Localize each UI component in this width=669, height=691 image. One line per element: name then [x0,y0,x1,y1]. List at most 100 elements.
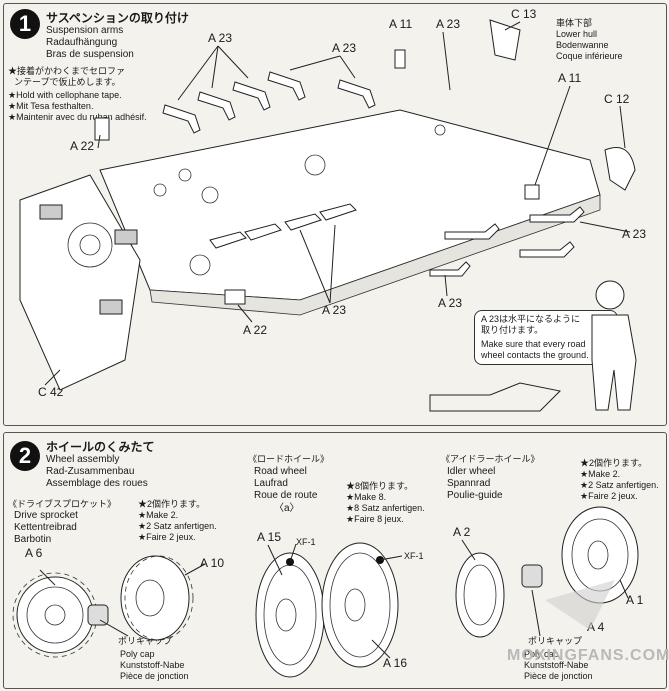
sprocket-title-en: Drive sprocket [14,510,78,521]
label-a23-bottom: A 23 [322,303,347,317]
idler-a2 [455,552,505,638]
part-c12 [604,147,636,191]
roadwheel-a15 [255,552,325,678]
roadwheel-make-fr: ★Faire 8 jeux. [346,514,404,524]
sprocket-make-fr: ★Faire 2 jeux. [138,532,196,542]
hull-hole [304,154,326,176]
idler-make-fr: ★Faire 2 jeux. [580,491,638,501]
leader-a2 [461,539,476,561]
roadwheel-title-de: Laufrad [254,478,288,489]
leader-a6 [39,569,56,586]
part-a11-top [394,49,406,69]
hull-side [149,194,601,316]
hull-hole [178,168,192,182]
label-a23-bottom-right: A 23 [438,296,463,310]
sprocket-make-de: ★2 Satz anfertigen. [138,521,217,531]
roadwheel-make-jp: ★8個作ります。 [346,481,414,491]
label-c42: C 42 [38,385,64,399]
sprocket-title-jp: 《ドライブスプロケット》 [8,499,117,509]
idler-make-jp: ★2個作ります。 [580,458,648,468]
mechanic-illustration [429,280,637,412]
label-xf1-b: XF-1 [404,551,424,561]
tip-bubble-jp-2: 取り付けます。 [481,325,544,335]
step2-title-de: Rad-Zusammenbau [46,466,135,477]
step2-panel [3,432,667,689]
step1-note-de: ★Mit Tesa festhalten. [8,101,94,111]
tape-strip-1 [39,204,63,220]
idler-make-en: ★Make 2. [580,469,621,479]
step1-title-jp: サスペンションの取り付け [46,11,189,25]
leader-lines [44,21,631,386]
idler-title-jp: 《アイドラーホイール》 [441,454,540,464]
leader-xf1-a [289,543,297,563]
label-a10: A 10 [200,556,225,570]
label-a23-top-right: A 23 [436,17,461,31]
roadwheel-make-de: ★8 Satz anfertigen. [346,503,425,513]
step2-title-en: Wheel assembly [46,454,120,465]
step1-note-jp-2: ンテープで仮止めします。 [14,77,121,87]
step1-title-fr: Bras de suspension [46,49,134,60]
idler-title-de: Spannrad [447,478,491,489]
rear-plate-hub [79,234,101,256]
step1-panel [3,3,667,426]
label-c13: C 13 [511,7,537,21]
label-xf1-a: XF-1 [296,537,316,547]
polycap1 [87,604,109,626]
hull-hole [201,186,219,204]
polycap1-en: Poly cap [120,649,155,659]
step1-note-jp-1: ★接着がかわくまでセロファ [8,66,126,76]
label-a11-right: A 11 [558,71,582,85]
watermark-text: MOXINGFANS.COM [507,647,669,664]
roadwheel-title-jp: 《ロードホイール》 [248,454,330,464]
label-a22-left: A 22 [70,139,95,153]
part-c13 [489,19,521,61]
tape-strip-3 [99,299,123,315]
step1-number: 1 [10,9,40,39]
part-a22-bottom [224,289,246,305]
leader-a15 [267,544,283,576]
step1-note-en: ★Hold with cellophane tape. [8,90,122,100]
hull-label-de: Bodenwanne [556,40,609,50]
label-a23-top-mid: A 23 [332,41,357,55]
leader-xf1-b [379,555,403,561]
rear-plate-hatch [67,222,113,268]
hull-label-en: Lower hull [556,29,598,39]
idler-title-fr: Poulie-guide [447,490,503,501]
sprocket-title-fr: Barbotin [14,534,52,545]
label-a11-top: A 11 [389,17,413,31]
hull-label-fr: Coque inférieure [556,51,623,61]
hull-hole [434,124,446,136]
tape-strip-2 [114,229,138,245]
polycap1-de: Kunststoff-Nabe [120,660,185,670]
hull-hole [153,183,167,197]
polycap2-en: Poly cap [524,649,559,659]
part-a11-right [524,184,540,200]
label-a22-bottom: A 22 [243,323,268,337]
sprocket-a6 [12,572,98,658]
sprocket-make-en: ★Make 2. [138,510,179,520]
label-a6: A 6 [25,546,43,560]
label-a23-top-left: A 23 [208,31,233,45]
sprocket-title-de: Kettentreibrad [14,522,77,533]
tip-bubble-jp-1: A 23は水平になるように [481,314,581,324]
step1-diagram [19,19,637,412]
step1-title-en: Suspension arms [46,25,124,36]
label-c12: C 12 [604,92,630,106]
leader-polycap2 [531,589,541,637]
polycap2-de: Kunststoff-Nabe [524,660,589,670]
polycap2-fr: Pièce de jonction [524,671,593,681]
label-a2: A 2 [453,525,471,539]
step2-title-fr: Assemblage des roues [46,478,148,489]
leader-a16 [371,639,391,659]
leader-polycap1 [99,619,129,637]
sprocket-make-jp: ★2個作ります。 [138,499,206,509]
roadwheel-subassembly: 〈a〉 [274,503,300,514]
idler-make-de: ★2 Satz anfertigen. [580,480,659,490]
hull-label-jp: 車体下部 [556,18,593,28]
suspension-arms-bottom [209,203,585,277]
roadwheel-title-fr: Roue de route [254,490,318,501]
label-a16: A 16 [383,656,408,670]
label-a1: A 1 [626,593,644,607]
leader-a1 [619,579,629,599]
